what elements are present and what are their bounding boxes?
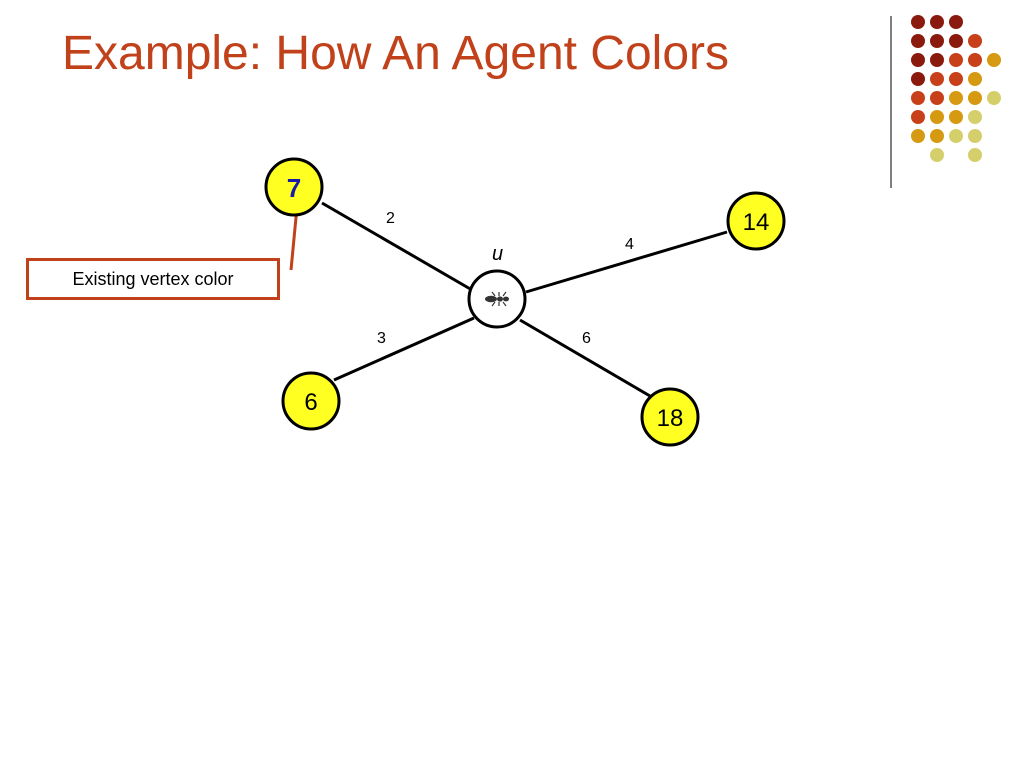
decorative-dot <box>911 34 925 48</box>
vertex-18: 18 <box>640 387 700 447</box>
decorative-dot <box>911 15 925 29</box>
decorative-dot <box>930 15 944 29</box>
decorative-dot <box>968 91 982 105</box>
decorative-dot <box>968 148 982 162</box>
edge-weight-label: 2 <box>386 210 395 227</box>
agent-label: u <box>492 243 503 265</box>
decorative-dot <box>949 34 963 48</box>
decorative-dot <box>930 148 944 162</box>
decorative-dot <box>987 91 1001 105</box>
decorative-dot <box>968 34 982 48</box>
decorative-dot <box>930 110 944 124</box>
decorative-dot <box>930 34 944 48</box>
decorative-dot <box>911 72 925 86</box>
decorative-dot <box>949 72 963 86</box>
decorative-dot <box>911 91 925 105</box>
decorative-dot <box>911 129 925 143</box>
vertex-label: 18 <box>657 405 684 432</box>
decorative-dot <box>949 110 963 124</box>
edge-to-vertex-18 <box>519 318 651 398</box>
decorative-dot <box>911 110 925 124</box>
decorative-dot <box>949 129 963 143</box>
vertex-label: 14 <box>743 209 770 236</box>
ant-icon <box>485 291 509 307</box>
slide-title: Example: How An Agent Colors <box>62 27 730 80</box>
decorative-dot <box>968 53 982 67</box>
decorative-dot <box>949 15 963 29</box>
agent-vertex <box>467 269 527 329</box>
title-divider <box>890 16 892 188</box>
decorative-dot <box>968 110 982 124</box>
decorative-dot <box>930 91 944 105</box>
decorative-dot <box>968 72 982 86</box>
edge-weight-label: 6 <box>582 330 591 347</box>
vertex-7: 7 <box>264 157 324 217</box>
decorative-dot <box>930 72 944 86</box>
decorative-dot <box>911 53 925 67</box>
decorative-dot <box>968 129 982 143</box>
edge-weight-label: 4 <box>625 236 634 253</box>
vertex-label: 7 <box>287 173 301 203</box>
decorative-dot <box>949 53 963 67</box>
decorative-dot <box>930 53 944 67</box>
edge-weight-label: 3 <box>377 330 386 347</box>
edge-to-vertex-7 <box>321 201 473 292</box>
edge-to-vertex-14 <box>525 230 728 294</box>
decorative-dot <box>949 91 963 105</box>
decorative-dot-grid <box>911 15 1001 162</box>
callout-text: Existing vertex color <box>72 268 234 289</box>
decorative-dot <box>987 53 1001 67</box>
vertex-14: 14 <box>726 191 786 251</box>
decorative-dot <box>930 129 944 143</box>
vertex-label: 6 <box>304 389 317 416</box>
vertex-6: 6 <box>281 371 341 431</box>
edge-to-vertex-6 <box>333 316 475 382</box>
existing-vertex-color-callout: Existing vertex color <box>26 258 280 300</box>
callout-connector <box>289 206 299 271</box>
